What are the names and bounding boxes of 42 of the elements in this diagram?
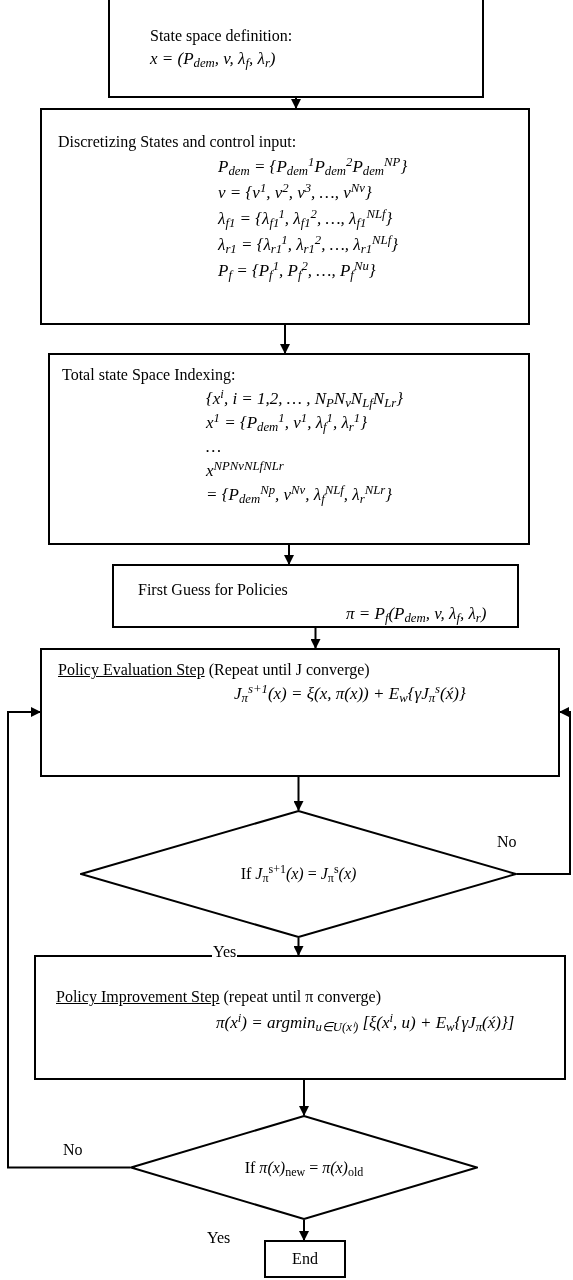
process-box — [40, 648, 560, 777]
step-heading: Policy Improvement Step (repeat until π converge) — [56, 987, 383, 1008]
arrow — [293, 937, 304, 956]
formula-text: λ$_{f1}$ = {λ$_{f1}$$^{1}$, λ$_{f1}$$^{2}$, …, λ$_{f1}$$^{NLf}$} — [216, 206, 394, 232]
decision-diamond — [130, 1115, 478, 1220]
process-box — [34, 955, 566, 1080]
formula-text: x = (P$_{dem}$, v, λ$_{f}$, λ$_{r}$) — [150, 48, 277, 70]
arrow — [516, 707, 571, 875]
formula-text: = {P$_{dem}$$^{Np}$, v$^{Nv}$, λ$_{f}$$^{NLf}$, λ$_{r}$$^{NLr}$} — [205, 483, 394, 507]
formula-text: π(x$^{i}$) = argmin$_{u∈U(xⁱ)}$ [ξ(x$^{i}$, u) + E$_{w}${γJ$_{π}$(x́)}] — [215, 1009, 516, 1037]
formula-text: … — [205, 436, 223, 458]
process-box — [48, 353, 530, 545]
end-box — [264, 1240, 346, 1278]
arrow — [310, 627, 321, 649]
formula-text: v = {v$^{1}$, v$^{2}$, v$^{3}$, …, v$^{Nv}$} — [217, 180, 373, 204]
decision-text: If J$_{π}$$^{s+1}$(x) = J$_{π}$$^{s}$(x) — [240, 862, 357, 886]
arrow — [299, 1219, 309, 1241]
decision-diamond — [80, 810, 517, 938]
step-heading: Policy Evaluation Step (Repeat until J converge) — [58, 660, 371, 681]
step-heading: First Guess for Policies — [138, 580, 289, 600]
step-heading: Discretizing States and control input: — [58, 132, 298, 153]
formula-text: x$^{1}$ = {P$_{dem}$$^{1}$, v$^{1}$, λ$_{f}$$^{1}$, λ$_{r}$$^{1}$} — [205, 411, 368, 435]
decision-text: If π(x)$_{new}$ = π(x)$_{old}$ — [244, 1157, 364, 1180]
arrow — [280, 324, 290, 354]
end-label: End — [292, 1249, 318, 1269]
process-box — [40, 108, 530, 325]
formula-text: J$_{π}$$^{s+1}$(x) = ξ(x, π(x)) + E$_{w}${γJ$_{π}$$^{s}$(x́)} — [233, 682, 467, 706]
arrow — [291, 97, 301, 109]
process-box — [112, 564, 519, 628]
formula-text: P$_{f}$ = {P$_{f}$$^{1}$, P$_{f}$$^{2}$, …, P$_{f}$$^{Nu}$} — [217, 258, 377, 284]
arrow — [293, 776, 304, 811]
arrow — [299, 1079, 309, 1116]
arrow — [284, 544, 294, 565]
process-box — [108, 0, 484, 98]
formula-text: λ$_{r1}$ = {λ$_{r1}$$^{1}$, λ$_{r1}$$^{2}$, …, λ$_{r1}$$^{NLf}$} — [216, 232, 399, 258]
formula-text: x$^{NPNvNLfNLr}$ — [205, 459, 285, 482]
step-heading: Total state Space Indexing: — [62, 365, 237, 386]
step-heading: State space definition: — [150, 26, 294, 47]
formula-text: {x$^{i}$, i = 1,2, … , N$_{P}$N$_{v}$N$_{Lf}$N$_{Lr}$} — [205, 387, 405, 411]
formula-text: π = P$_{f}$(P$_{dem}$, v, λ$_{f}$, λ$_{r}$) — [345, 603, 488, 626]
formula-text: P$_{dem}$ = {P$_{dem}$$^{1}$P$_{dem}$$^{2}$P$_{dem}$$^{NP}$} — [217, 154, 409, 180]
arrow — [7, 707, 131, 1169]
